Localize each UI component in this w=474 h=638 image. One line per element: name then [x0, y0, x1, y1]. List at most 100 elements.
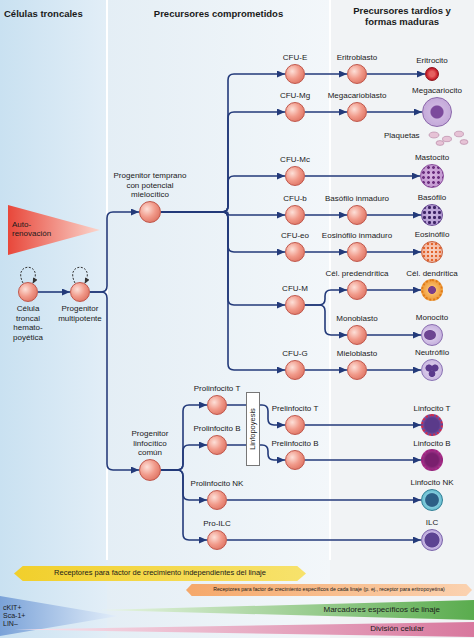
cell-label: Eosinófilo: [415, 230, 450, 240]
lineage-arrow: [305, 73, 347, 75]
cell-label: CFU-Mc: [280, 155, 310, 165]
column-band: Precursores tardíos y formas madurasErit…: [330, 0, 474, 638]
band-fill: [14, 622, 474, 637]
gradient-band: Marcadores específicos de linaje: [100, 600, 474, 620]
cell-label: Mastocito: [415, 153, 449, 163]
lineage-arrow: [227, 499, 421, 501]
cell-label: ILC: [426, 518, 438, 528]
process-label: Linfopoyesis: [249, 408, 257, 450]
cell-label: Monocito: [416, 313, 448, 323]
cell-label: Pro-ILC: [203, 519, 231, 529]
cell: CFU-Mg: [285, 102, 305, 122]
column-band: Precursores comprometidosProgenitor temp…: [107, 0, 330, 638]
cell: Eritroblasto: [347, 64, 367, 84]
cell-label: Prolinfocito NK: [191, 479, 244, 489]
cell: CFU-M: [285, 295, 305, 315]
self-renewal-loop: [21, 267, 36, 283]
cell-label: CFU-Mg: [280, 91, 310, 101]
lineage-arrow: [305, 290, 347, 305]
cell-label: Célula troncal hemato-poyética: [6, 304, 50, 342]
cell-label: Eosinófilo inmaduro: [322, 231, 392, 241]
cell: CFU-E: [285, 64, 305, 84]
lineage-arrow: [161, 212, 285, 370]
lineage-arrow: [367, 214, 421, 216]
cell-label: Prolinfocito T: [194, 384, 241, 394]
cell: Monoblasto: [347, 325, 367, 345]
band-label: Receptores para factor de crecimiento in…: [54, 569, 266, 577]
cell: Neutrófilo: [421, 359, 443, 381]
cell: Mastocito: [420, 164, 444, 188]
cell: Prelinfocito B: [285, 450, 305, 470]
cell-label: Eritrocito: [416, 56, 448, 66]
cell: Pro-ILC: [207, 530, 227, 550]
band-label: Marcadores específicos de linaje: [323, 606, 440, 615]
cell: Mieloblasto: [347, 360, 367, 380]
gradient-band: Auto-renovación: [8, 205, 100, 255]
cell: Célula troncal hemato-poyética: [18, 282, 38, 302]
cell: CFU-G: [285, 360, 305, 380]
lineage-arrow: [305, 111, 347, 113]
cell: Cél. predendrítica: [347, 280, 367, 300]
cell: ILC: [421, 529, 443, 551]
column-ground: [107, 0, 330, 638]
cell-label: Neutrófilo: [415, 348, 449, 358]
cell-label: CFU-M: [282, 284, 308, 294]
cell-label: Prolinfocito B: [193, 424, 240, 434]
gradient-band: Receptores para factor de crecimiento es…: [186, 584, 472, 596]
column-divider: [329, 0, 331, 560]
lineage-arrow: [367, 73, 425, 75]
cell-label: Basófilo inmaduro: [325, 194, 389, 204]
cell-label: CFU-eo: [281, 231, 309, 241]
cell: Progenitor temprano con potencial mieloc…: [139, 201, 161, 223]
part-label: Plaquetas: [384, 131, 420, 141]
band-label: División celular: [370, 625, 424, 634]
band-fill: [100, 600, 474, 620]
cell-label: Linfocito T: [414, 404, 451, 414]
cell-label: CFU-G: [282, 349, 307, 359]
lineage-arrow: [161, 212, 285, 305]
column-heading: Precursores comprometidos: [107, 0, 330, 19]
lineage-arrow: [305, 251, 347, 253]
band-fill: [8, 205, 100, 255]
cell: Megacariocito: [422, 97, 452, 127]
lineage-arrow: [305, 424, 421, 426]
cell-label: Progenitor multipotente: [56, 304, 104, 323]
cell: Progenitor multipotente: [70, 282, 90, 302]
cell: Cél. dendrítica: [421, 279, 443, 301]
lineage-arrow: [367, 369, 421, 371]
cell: Linfocito T: [421, 414, 443, 436]
cell-label: Linfocito B: [413, 439, 450, 449]
lineage-arrow: [367, 111, 422, 113]
cell-label: Progenitor linfocítico común: [124, 429, 176, 458]
band-fill: [186, 584, 472, 596]
cell: CFU-Mc: [285, 166, 305, 186]
cell-label: Megacarioblasto: [328, 91, 387, 101]
cell-label: CFU-b: [283, 194, 307, 204]
cell: Eosinófilo inmaduro: [347, 242, 367, 262]
cell: Eosinófilo: [421, 241, 443, 263]
band-label: Receptores para factor de crecimiento es…: [213, 587, 445, 593]
lineage-arrow: [161, 212, 285, 252]
cell-label: Mieloblasto: [337, 349, 377, 359]
gradient-band: División celular: [14, 622, 474, 637]
cell: Progenitor linfocítico común: [139, 459, 161, 481]
band-fill: [14, 566, 306, 581]
lineage-arrow: [38, 291, 70, 293]
lineage-arrow: [305, 175, 420, 177]
column-ground: [0, 0, 107, 638]
cell: Megacarioblasto: [347, 102, 367, 122]
cell-label: Prelinfocito T: [272, 404, 319, 414]
cell-label: CFU-E: [283, 53, 307, 63]
lineage-arrow: [305, 369, 347, 371]
cell-label: Eritroblasto: [337, 53, 377, 63]
lineage-arrow: [227, 539, 421, 541]
bracket-box: Linfopoyesis: [246, 392, 260, 466]
platelets: [429, 131, 468, 145]
lineage-arrow: [90, 212, 139, 292]
band-label: cKIT+ Sca-1+ LIN–: [3, 604, 31, 627]
cell: Basófilo inmaduro: [347, 205, 367, 225]
cell: CFU-eo: [285, 242, 305, 262]
lineage-arrow: [367, 251, 421, 253]
column-band: Células troncalesAuto-renovaciónCélula t…: [0, 0, 107, 638]
cell-label: Prelinfocito B: [271, 439, 318, 449]
